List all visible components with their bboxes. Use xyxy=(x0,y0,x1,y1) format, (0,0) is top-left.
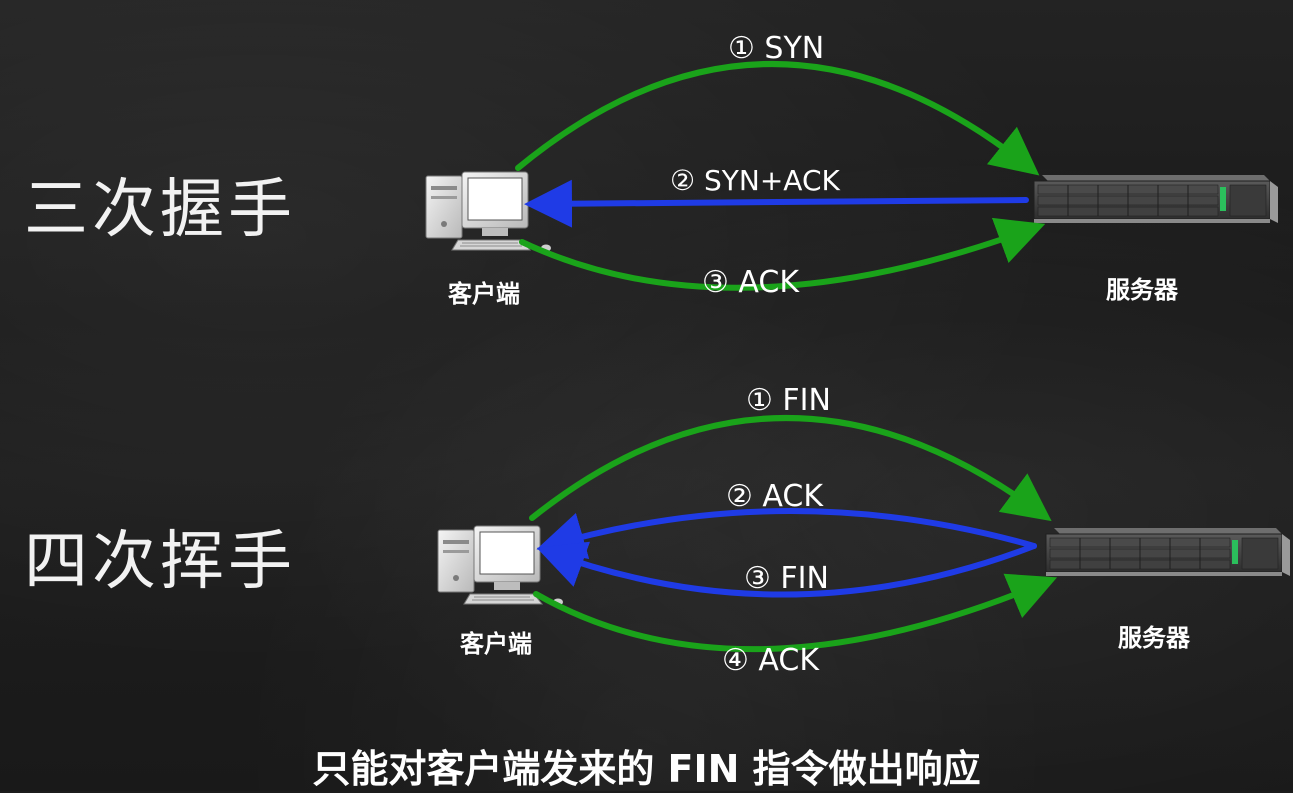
wave-fin2-label: ③ FIN xyxy=(744,561,829,596)
handshake-server-icon xyxy=(1033,174,1279,224)
handshake-client-icon xyxy=(425,171,552,252)
subtitle-caption: 只能对客户端发来的 FIN 指令做出响应 xyxy=(312,747,981,791)
wave-ack2-arrow xyxy=(533,573,1058,653)
handshake-synack-arrow xyxy=(524,179,1029,228)
wave-fin2-arrow xyxy=(536,541,1037,598)
handshake-synack-label: ② SYN+ACK xyxy=(670,164,840,197)
wave-ack-label: ② ACK xyxy=(726,479,824,514)
three-way-handshake-title: 三次握手 xyxy=(24,173,296,247)
handshake-ack-arrow xyxy=(519,217,1046,291)
wave-server-icon xyxy=(1045,527,1291,577)
wave-ack-arrow xyxy=(536,508,1037,560)
wave-fin-arrow xyxy=(529,415,1052,522)
four-way-wave-title: 四次挥手 xyxy=(24,525,296,599)
wave-fin-label: ① FIN xyxy=(746,383,831,418)
handshake-ack-label: ③ ACK xyxy=(702,265,800,300)
handshake-syn-label: ① SYN xyxy=(728,31,824,66)
wave-client-label: 客户端 xyxy=(460,630,532,658)
wave-client-icon xyxy=(437,525,564,606)
wave-server-label: 服务器 xyxy=(1118,624,1191,652)
wave-ack2-label: ④ ACK xyxy=(722,643,820,678)
handshake-server-label: 服务器 xyxy=(1106,276,1179,304)
handshake-client-label: 客户端 xyxy=(448,280,520,308)
handshake-syn-arrow xyxy=(515,61,1040,176)
